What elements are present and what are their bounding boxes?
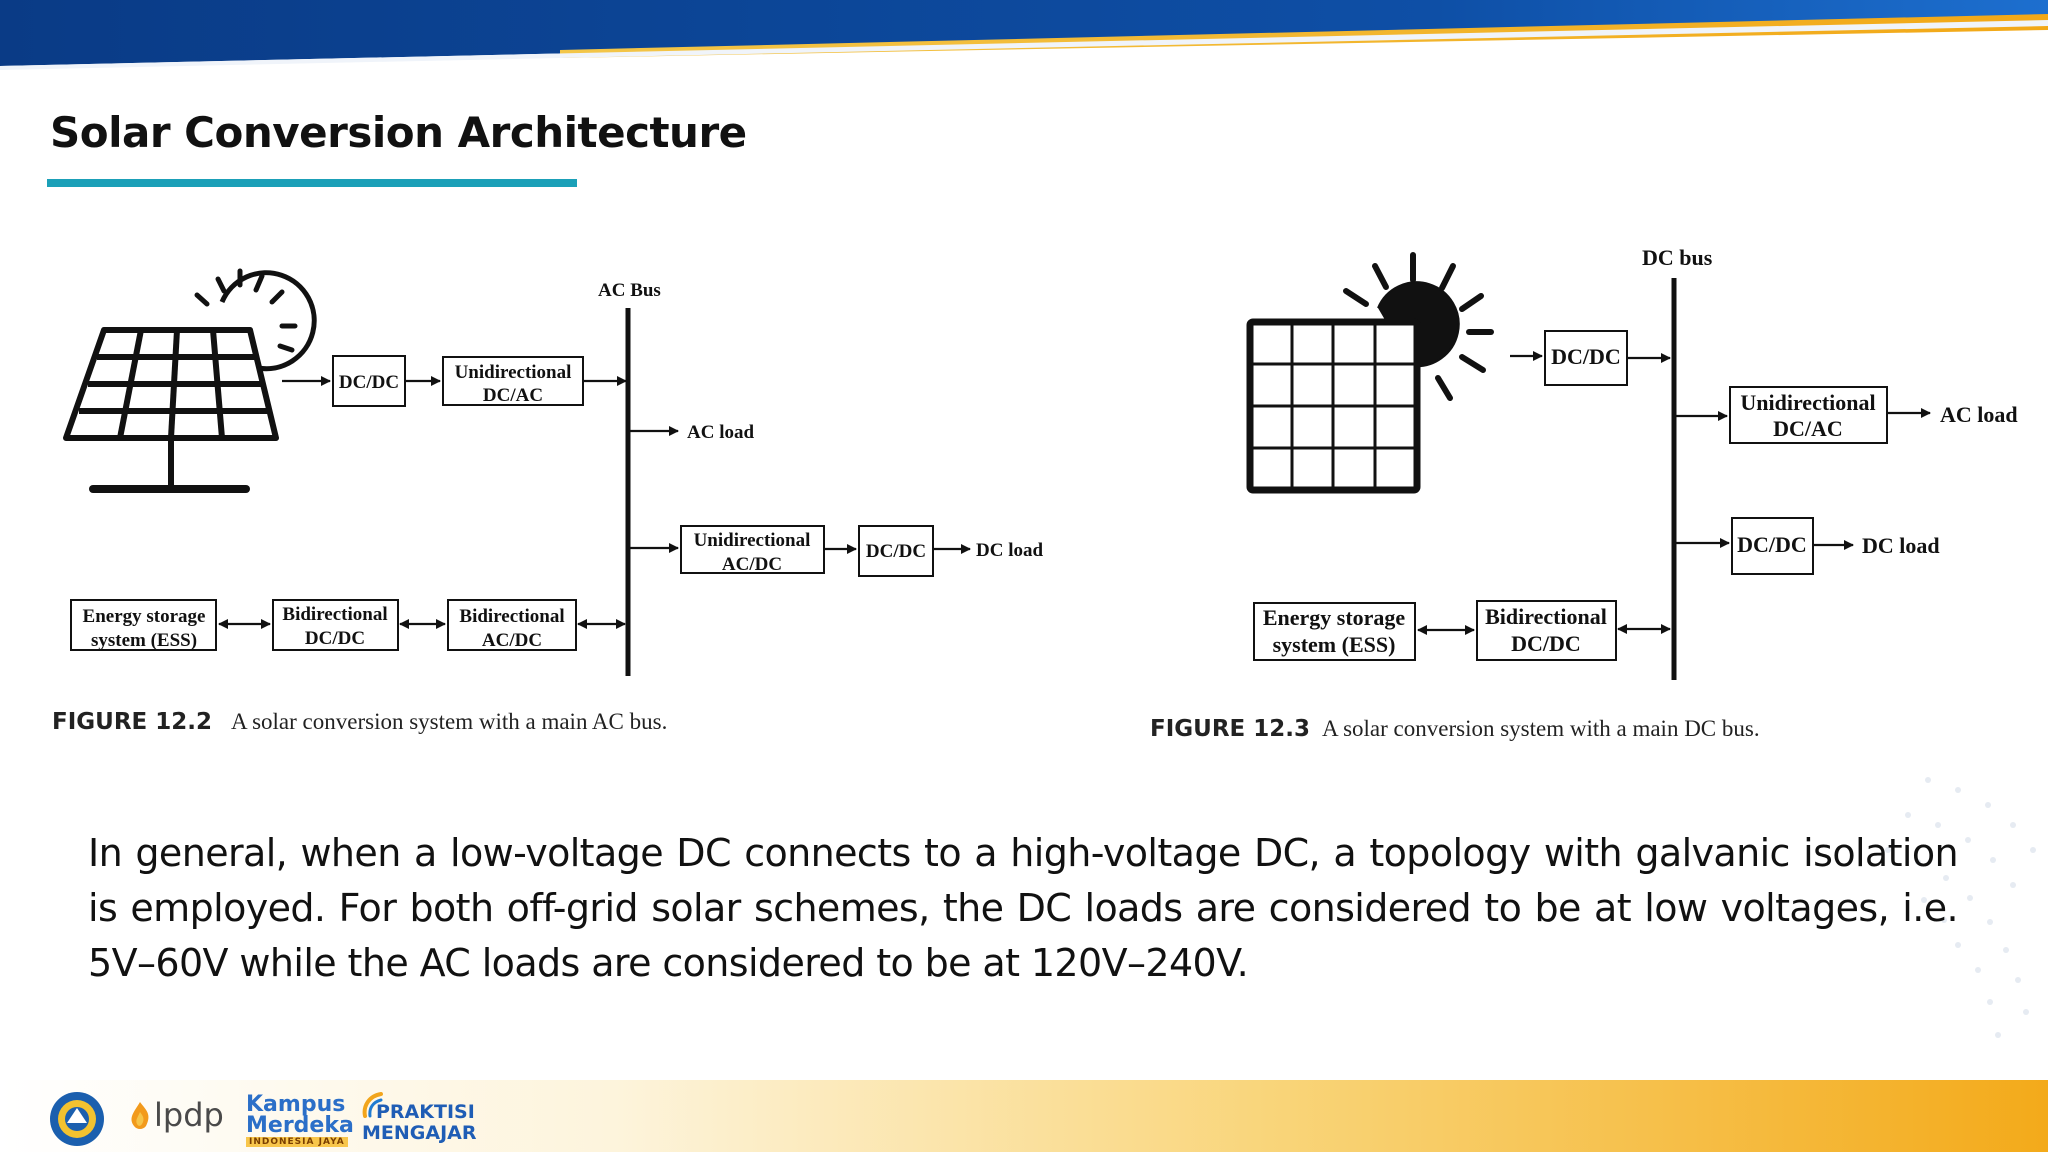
figure-ac-bus: AC Bus DC/DC Unidirectional DC/AC AC loa… [52, 268, 1043, 735]
bidir-dcdc-label-line1: Bidirectional [1485, 604, 1607, 629]
title-underline [47, 179, 577, 187]
inverter-label-line2: DC/AC [1773, 416, 1843, 441]
dot-pattern-decoration [1885, 777, 2036, 1038]
ess-label-line2: system (ESS) [1273, 632, 1396, 657]
dcdc2-label: DC/DC [1737, 532, 1807, 557]
ess-label-line2: system (ESS) [91, 630, 197, 651]
ess-label-line1: Energy storage [1263, 605, 1406, 630]
ac-bus-label: AC Bus [598, 280, 661, 301]
rectifier-label-line1: Unidirectional [694, 530, 811, 551]
figure-dc-caption-text: A solar conversion system with a main DC… [1322, 716, 1760, 741]
kemdikbud-emblem-icon [50, 1092, 104, 1146]
dcdc-box: DC/DC [1544, 330, 1628, 386]
inverter-label-line2: DC/AC [483, 385, 543, 406]
solar-panel-icon [63, 268, 317, 493]
ac-load-label: AC load [1940, 402, 2018, 427]
rectifier-label-line2: AC/DC [722, 554, 782, 575]
ac-load-label: AC load [687, 422, 754, 443]
praktisi-line1: PRAKTISI [376, 1101, 475, 1123]
dc-load-label: DC load [1862, 533, 1940, 558]
figure-dc-caption-number: FIGURE 12.3 [1150, 716, 1310, 742]
bidir-dcdc-label-line2: DC/DC [1511, 631, 1581, 656]
solar-architecture-figures: AC Bus DC/DC Unidirectional DC/AC AC loa… [52, 245, 2018, 742]
figure-ac-caption-text: A solar conversion system with a main AC… [231, 709, 667, 734]
bidir-dcdc-box: Bidirectional DC/DC [272, 599, 399, 651]
kampus-merdeka-tag: INDONESIA JAYA [246, 1137, 348, 1147]
dcdc2-label: DC/DC [866, 541, 926, 562]
praktisi-line2: MENGAJAR [362, 1122, 477, 1144]
inverter-label-line1: Unidirectional [1740, 390, 1875, 415]
figure-dc-bus: DC bus DC/DC Unidirectional DC/AC AC loa… [1150, 245, 2018, 742]
lpdp-flame-icon [131, 1102, 149, 1129]
bidir-acdc-label-line2: AC/DC [482, 630, 542, 651]
kampus-merdeka-logo: Kampus Merdeka [246, 1092, 354, 1138]
bidir-dcdc-box: Bidirectional DC/DC [1476, 600, 1617, 661]
kampus-merdeka-line1: Kampus [246, 1092, 346, 1117]
ess-box: Energy storage system (ESS) [1253, 602, 1416, 661]
inverter-label-line1: Unidirectional [455, 362, 572, 383]
figure-ac-caption-number: FIGURE 12.2 [52, 709, 212, 735]
bidir-dcdc-label-line2: DC/DC [305, 628, 365, 649]
dc-load-label: DC load [976, 540, 1043, 561]
solar-panel-icon [1246, 252, 1494, 494]
bidir-dcdc-label-line1: Bidirectional [282, 604, 387, 625]
body-paragraph: In general, when a low-voltage DC connec… [88, 831, 1959, 985]
slide-title: Solar Conversion Architecture [50, 108, 747, 157]
bidir-acdc-box: Bidirectional AC/DC [447, 599, 577, 651]
inverter-box: Unidirectional DC/AC [1729, 386, 1888, 444]
dcdc2-box: DC/DC [858, 525, 934, 577]
dcdc2-box: DC/DC [1731, 517, 1814, 575]
lpdp-logo: lpdp [154, 1096, 224, 1134]
ess-box: Energy storage system (ESS) [70, 599, 217, 651]
inverter-box: Unidirectional DC/AC [442, 356, 584, 406]
kampus-merdeka-line2: Merdeka [246, 1113, 354, 1138]
dcdc-box: DC/DC [332, 355, 406, 407]
dc-bus-label: DC bus [1642, 245, 1713, 270]
ess-label-line1: Energy storage [83, 606, 206, 627]
praktisi-mengajar-logo: PRAKTISI MENGAJAR [362, 1102, 477, 1144]
praktisi-swoosh-icon [362, 1092, 383, 1118]
rectifier-box: Unidirectional AC/DC [680, 525, 825, 575]
bidir-acdc-label-line1: Bidirectional [459, 606, 564, 627]
dcdc-label: DC/DC [339, 372, 399, 393]
dcdc-label: DC/DC [1551, 344, 1621, 369]
top-banner [0, 0, 2048, 70]
